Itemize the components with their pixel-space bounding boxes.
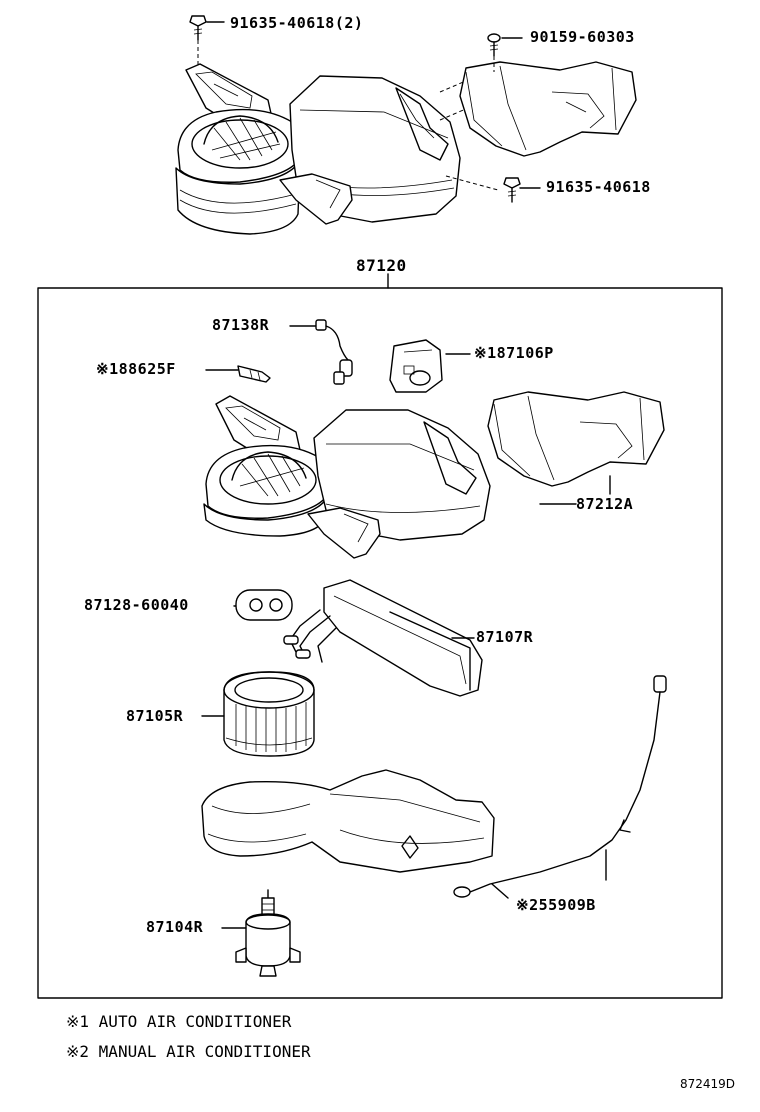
screw-icon — [487, 33, 501, 72]
part-label-screw-b: 90159-60303 — [530, 28, 635, 46]
grommet-part — [233, 589, 293, 621]
part-label-motor: 87104R — [146, 918, 204, 936]
motor-part — [221, 889, 301, 977]
servo-motor — [389, 339, 471, 393]
sensor-part — [205, 365, 271, 383]
wire-harness — [289, 319, 353, 385]
part-label-bolt-c: 91635-40618 — [546, 178, 651, 196]
part-label-bolt-a: 91635-40618(2) — [230, 14, 364, 32]
part-label-duct: 87212A — [576, 495, 634, 513]
part-label-cable: ※255909B — [516, 896, 596, 914]
lower-case-part — [201, 769, 495, 873]
fan-part — [201, 671, 315, 757]
part-label-wire: 87138R — [212, 316, 270, 334]
top-blower-assembly — [175, 15, 637, 235]
bolt-icon — [189, 15, 207, 66]
part-label-sensor: ※188625F — [96, 360, 176, 378]
assembly-label: 87120 — [356, 256, 407, 275]
part-label-grommet: 87128-60040 — [84, 596, 189, 614]
control-cable — [453, 675, 667, 899]
evaporator-part — [283, 579, 483, 697]
middle-blower-assembly — [203, 395, 491, 559]
figure-code: 872419D — [680, 1077, 736, 1091]
duct-part — [487, 391, 665, 495]
footnote-manual-ac: ※2 MANUAL AIR CONDITIONER — [66, 1042, 311, 1061]
bolt-icon — [503, 177, 521, 203]
assembly-frame — [37, 287, 723, 999]
part-label-evaporator: 87107R — [476, 628, 534, 646]
part-label-servo: ※187106P — [474, 344, 554, 362]
footnote-auto-ac: ※1 AUTO AIR CONDITIONER — [66, 1012, 292, 1031]
part-label-fan: 87105R — [126, 707, 184, 725]
